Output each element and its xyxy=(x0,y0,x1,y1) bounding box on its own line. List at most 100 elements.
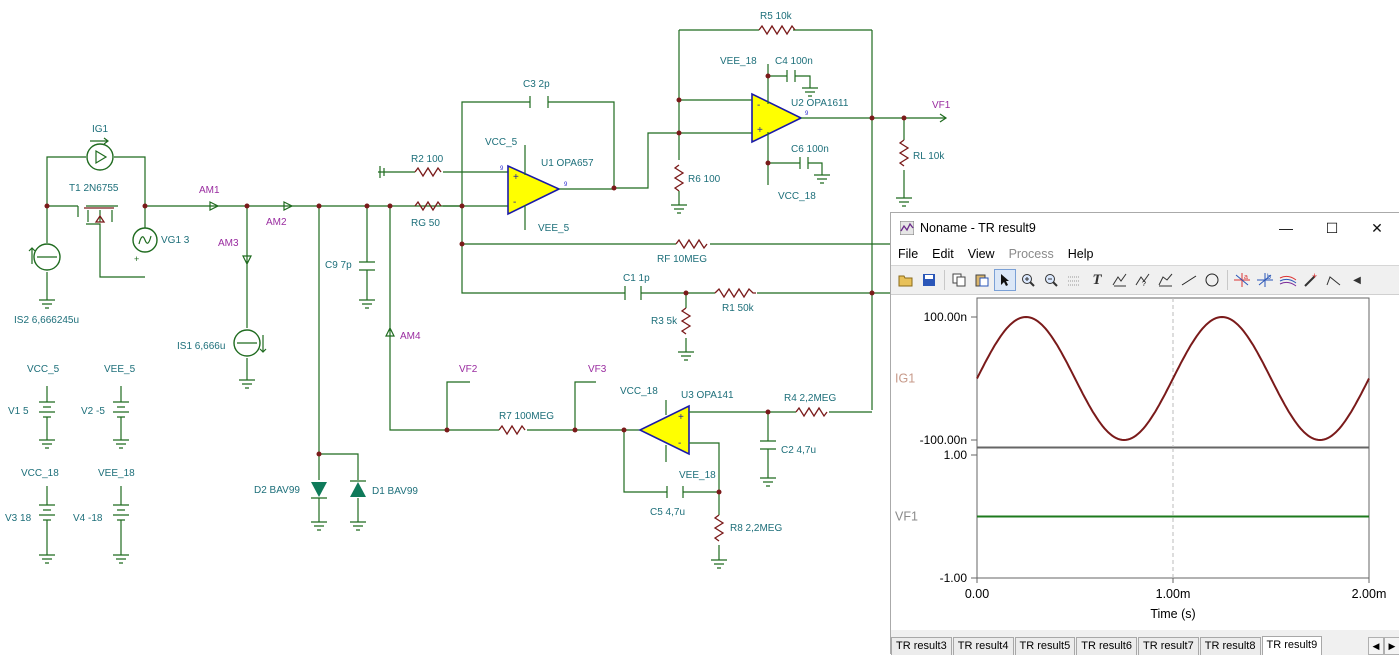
minimize-icon[interactable]: — xyxy=(1263,213,1309,243)
u3-stage: R7 100MEG VF3 + - VCC_18 U3 OPA141 VEE_1… xyxy=(447,364,872,568)
svg-text:VCC_5: VCC_5 xyxy=(27,364,60,375)
svg-text:+: + xyxy=(757,125,763,136)
c9-label: C9 7p xyxy=(325,260,352,271)
t1-label: T1 2N6755 xyxy=(69,183,119,194)
toolbar: T ? a b + ◀ xyxy=(891,265,1399,295)
curves-icon[interactable] xyxy=(1277,269,1299,291)
menu-view[interactable]: View xyxy=(961,247,1002,261)
window-title: Noname - TR result9 xyxy=(920,221,1036,235)
tab-scroll-left-icon[interactable]: ◀ xyxy=(1368,637,1384,655)
vf1-label: VF1 xyxy=(932,100,951,111)
y-tick-label: 100.00n xyxy=(924,310,967,324)
svg-text:V4 -18: V4 -18 xyxy=(73,513,103,524)
u1-stage: R2 100 RG 50 C3 2p + - VCC_5 VEE_5 U1 OP… xyxy=(378,79,614,234)
u1-label: U1 OPA657 xyxy=(541,158,594,169)
vf2-label: VF2 xyxy=(459,364,478,375)
scroll-left-icon[interactable]: ◀ xyxy=(1346,269,1368,291)
d1-label: D1 BAV99 xyxy=(372,486,418,497)
is1-label: IS1 6,666u xyxy=(177,341,225,352)
copy-icon[interactable] xyxy=(948,269,970,291)
svg-text:C6 100n: C6 100n xyxy=(791,144,829,155)
menu-process[interactable]: Process xyxy=(1002,247,1061,261)
result-window[interactable]: Noname - TR result9 — ☐ ✕ File Edit View… xyxy=(890,212,1399,654)
vg1-label: VG1 3 xyxy=(161,235,190,246)
tab-scroll-right-icon[interactable]: ▶ xyxy=(1384,637,1399,655)
cursor-ab-icon[interactable]: a xyxy=(1231,269,1253,291)
circle-icon[interactable] xyxy=(1201,269,1223,291)
ig1-label: IG1 xyxy=(92,124,109,135)
maximize-icon[interactable]: ☐ xyxy=(1309,213,1355,243)
tab-tr-result4[interactable]: TR result4 xyxy=(953,637,1014,655)
svg-text:V2 -5: V2 -5 xyxy=(81,406,105,417)
zoom-in-icon[interactable] xyxy=(1017,269,1039,291)
input-section: IG1 T1 2N6755 VG1 3 + IS2 6,666245u AM1 … xyxy=(14,124,478,530)
menu-help[interactable]: Help xyxy=(1061,247,1101,261)
am1-label: AM1 xyxy=(199,185,220,196)
svg-text:R5 10k: R5 10k xyxy=(760,11,793,22)
feedback-network: RF 10MEG C1 1p R1 50k R3 5k xyxy=(462,206,890,360)
svg-text:VCC_18: VCC_18 xyxy=(778,191,816,202)
svg-text:+: + xyxy=(513,172,519,183)
ig1-plot[interactable]: 100.00n -100.00n IG1 xyxy=(895,298,1369,447)
pointer-icon[interactable] xyxy=(994,269,1016,291)
open-folder-icon[interactable] xyxy=(895,269,917,291)
svg-text:RF 10MEG: RF 10MEG xyxy=(657,254,707,265)
am3-label: AM3 xyxy=(218,238,239,249)
svg-text:VEE_18: VEE_18 xyxy=(679,470,716,481)
svg-text:RL 10k: RL 10k xyxy=(913,151,945,162)
svg-text:C1 1p: C1 1p xyxy=(623,273,650,284)
result-tabs: TR result3 TR result4 TR result5 TR resu… xyxy=(891,633,1399,655)
step-icon[interactable] xyxy=(1323,269,1345,291)
app-icon xyxy=(900,221,914,235)
am2-label: AM2 xyxy=(266,217,287,228)
svg-text:VEE_18: VEE_18 xyxy=(98,468,135,479)
svg-text:R6 100: R6 100 xyxy=(688,174,721,185)
y-axis-label: VF1 xyxy=(895,510,918,524)
probe-icon[interactable]: + xyxy=(1300,269,1322,291)
svg-text:?: ? xyxy=(1142,281,1146,287)
tab-tr-result5[interactable]: TR result5 xyxy=(1015,637,1076,655)
paste-icon[interactable] xyxy=(971,269,993,291)
text-icon[interactable]: T xyxy=(1086,269,1108,291)
tab-tr-result7[interactable]: TR result7 xyxy=(1138,637,1199,655)
y-axis-label: IG1 xyxy=(895,372,915,386)
supplies: VCC_5 VEE_5 V1 5 V2 -5 VCC_18 VEE_18 V3 … xyxy=(5,364,136,563)
svg-text:R1 50k: R1 50k xyxy=(722,303,755,314)
svg-text:VCC_18: VCC_18 xyxy=(21,468,59,479)
tab-tr-result9[interactable]: TR result9 xyxy=(1262,636,1323,655)
svg-text:R7 100MEG: R7 100MEG xyxy=(499,411,554,422)
svg-text:C3 2p: C3 2p xyxy=(523,79,550,90)
cursor-xy-icon[interactable] xyxy=(1155,269,1177,291)
title-bar[interactable]: Noname - TR result9 — ☐ ✕ xyxy=(891,213,1399,243)
x-tick-label: 1.00m xyxy=(1156,587,1191,601)
svg-text:+: + xyxy=(678,412,684,423)
cursor-a-icon[interactable] xyxy=(1109,269,1131,291)
svg-text:C5 4,7u: C5 4,7u xyxy=(650,507,685,518)
svg-text:a: a xyxy=(1244,274,1248,281)
svg-text:R8 2,2MEG: R8 2,2MEG xyxy=(730,523,782,534)
close-icon[interactable]: ✕ xyxy=(1354,213,1399,243)
zoom-100-icon[interactable] xyxy=(1040,269,1062,291)
menu-edit[interactable]: Edit xyxy=(925,247,961,261)
x-tick-label: 0.00 xyxy=(965,587,989,601)
svg-text:R3 5k: R3 5k xyxy=(651,316,678,327)
grid-icon[interactable] xyxy=(1063,269,1085,291)
y-tick-label: -1.00 xyxy=(940,571,968,585)
cursor-b-icon[interactable]: ? xyxy=(1132,269,1154,291)
save-icon[interactable] xyxy=(918,269,940,291)
menu-file[interactable]: File xyxy=(891,247,925,261)
tab-tr-result6[interactable]: TR result6 xyxy=(1076,637,1137,655)
tab-tr-result8[interactable]: TR result8 xyxy=(1200,637,1261,655)
svg-text:VCC_5: VCC_5 xyxy=(485,137,518,148)
line-icon[interactable] xyxy=(1178,269,1200,291)
tab-tr-result3[interactable]: TR result3 xyxy=(891,637,952,655)
svg-text:9: 9 xyxy=(564,182,568,188)
menu-bar: File Edit View Process Help xyxy=(891,243,1399,265)
y-tick-label: -100.00n xyxy=(920,433,967,447)
vf3-label: VF3 xyxy=(588,364,607,375)
svg-text:-: - xyxy=(513,197,516,208)
cursor-b2-icon[interactable]: b xyxy=(1254,269,1276,291)
